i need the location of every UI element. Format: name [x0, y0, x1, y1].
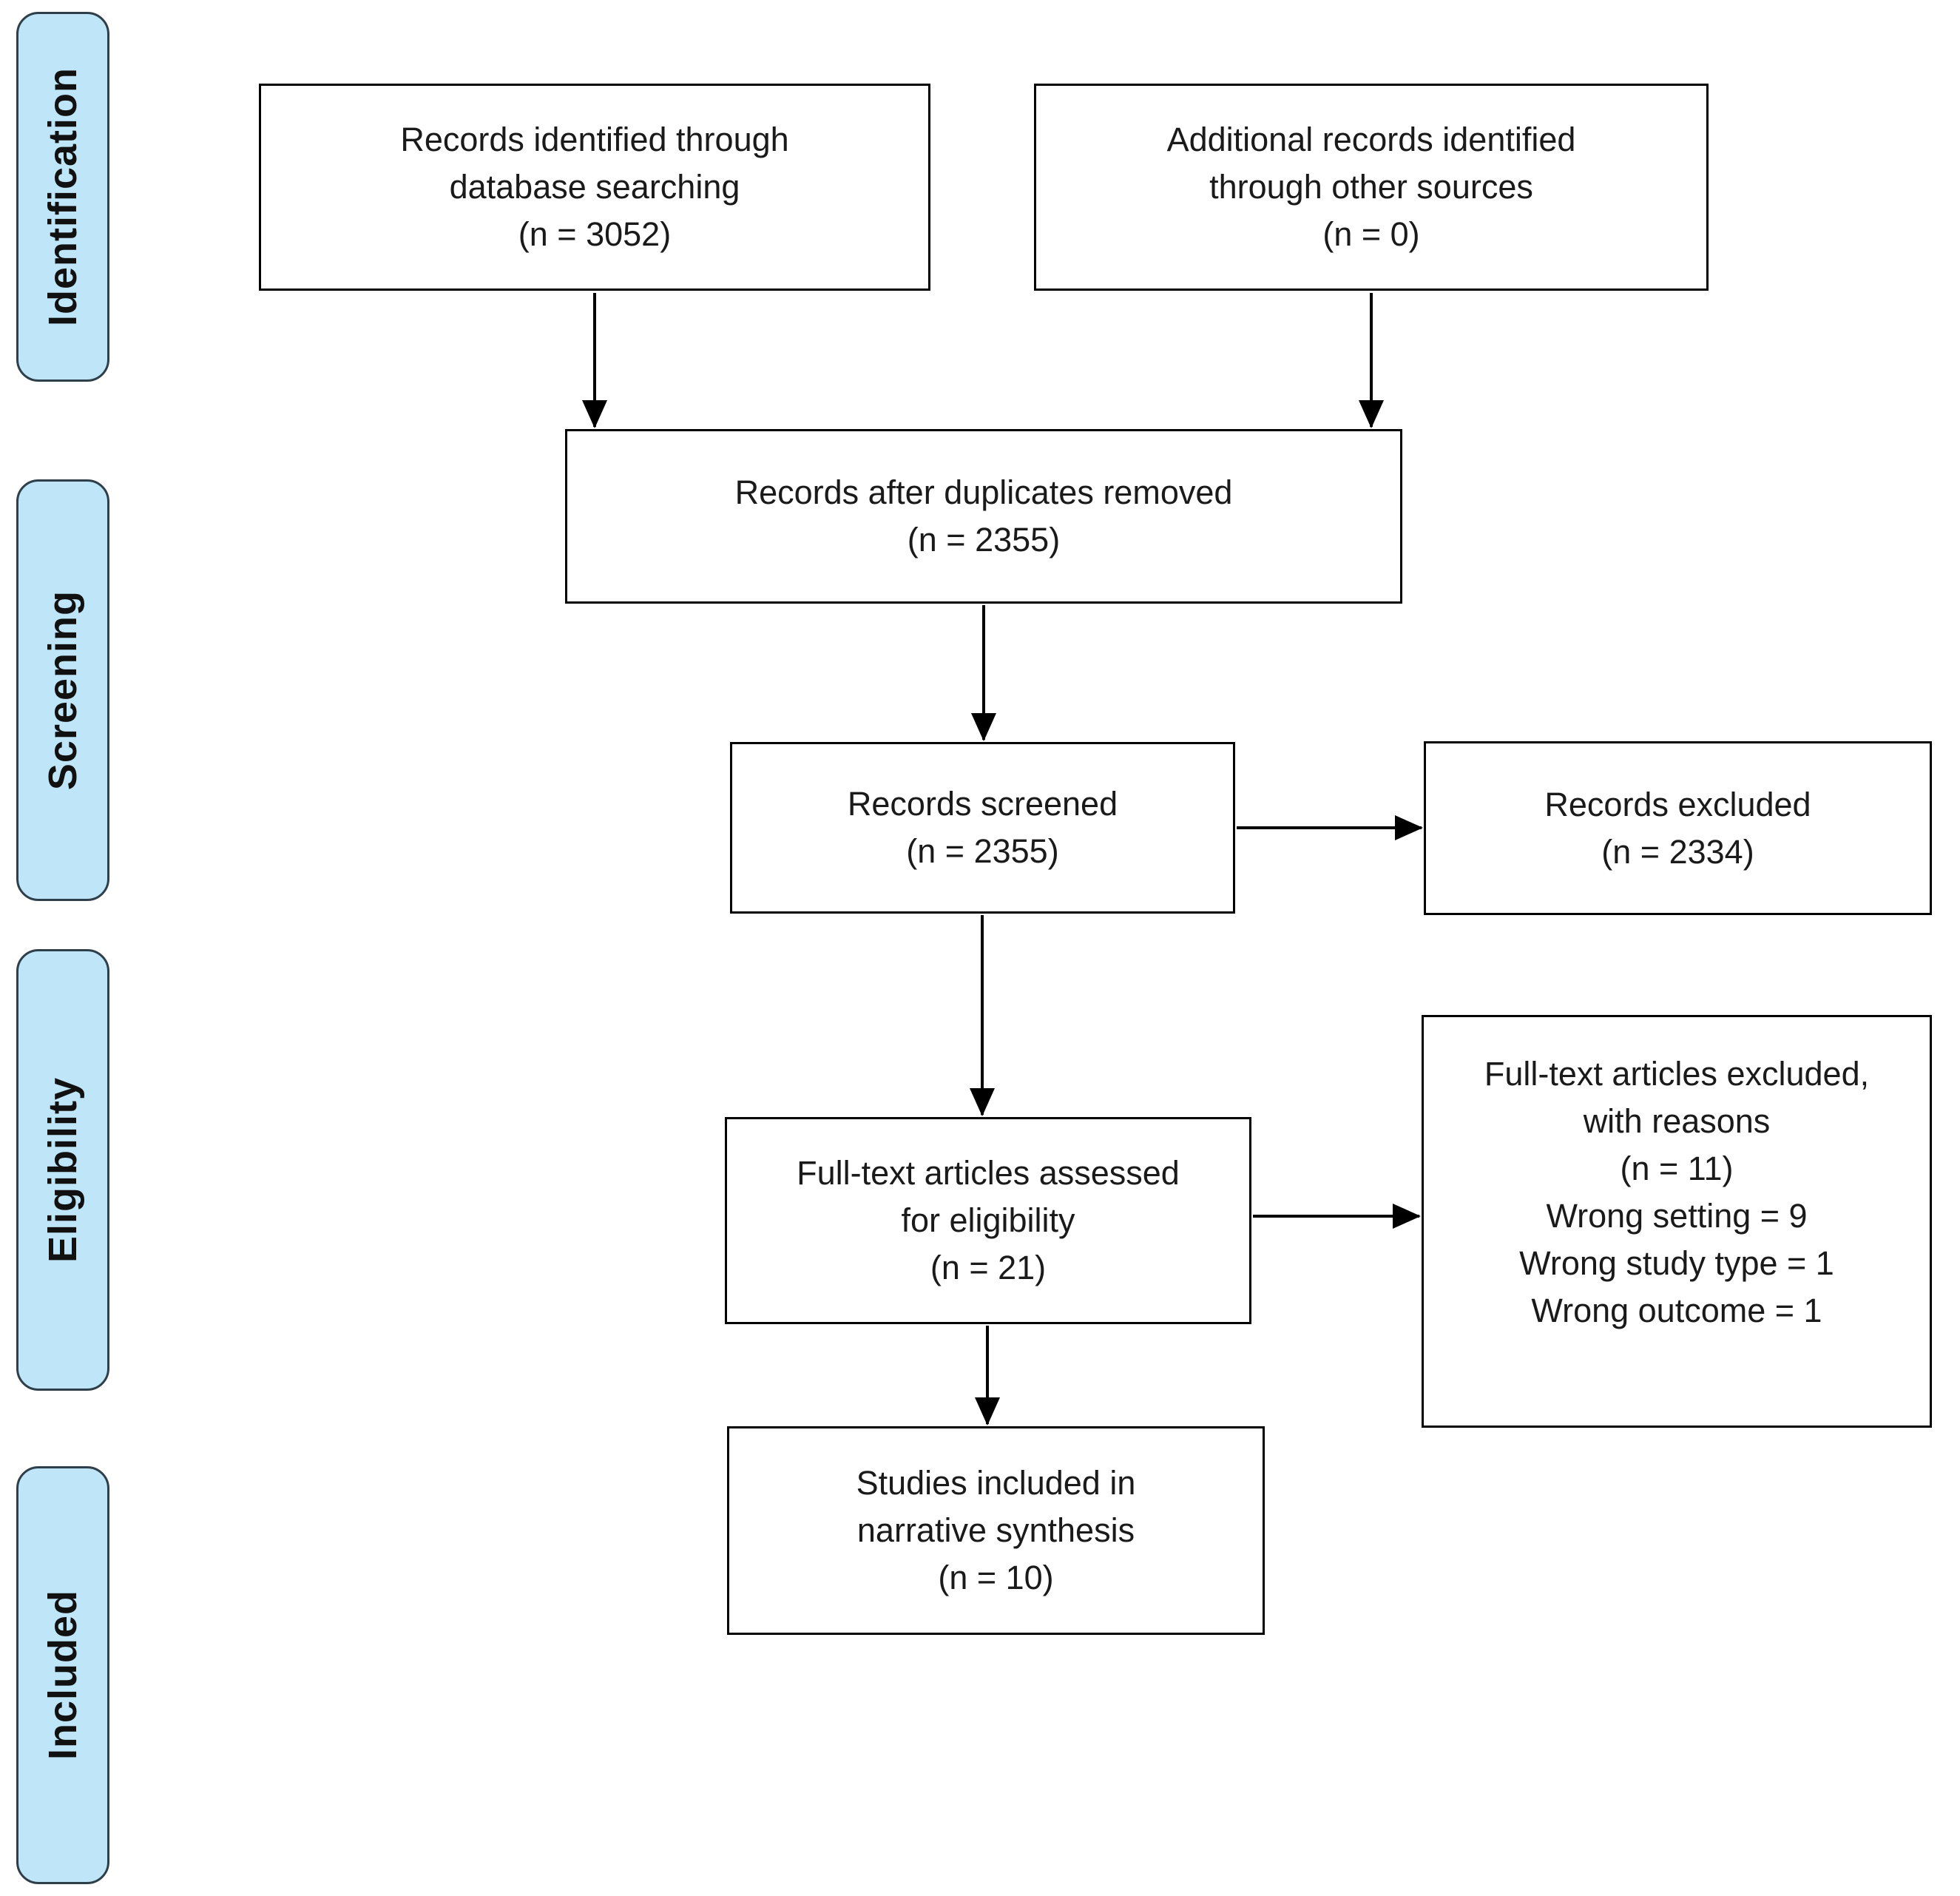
flow-box-studies-included: Studies included in narrative synthesis … [727, 1426, 1265, 1635]
flow-box-text-line: Wrong study type = 1 [1519, 1244, 1834, 1282]
flow-box-text-line: Full-text articles assessed [797, 1154, 1180, 1192]
stage-included-label: Included [41, 1590, 85, 1761]
flow-box-text-line: database searching [449, 168, 740, 206]
stage-included: Included [16, 1466, 109, 1884]
flow-box-text-line: (n = 21) [930, 1249, 1047, 1286]
flow-box-text-line: (n = 11) [1620, 1150, 1734, 1187]
flow-box-text-line: (n = 0) [1322, 215, 1420, 253]
flow-box-text-line: (n = 2355) [907, 521, 1061, 559]
flow-box-records-screened: Records screened (n = 2355) [730, 742, 1235, 914]
flow-box-duplicates-removed: Records after duplicates removed (n = 23… [565, 429, 1402, 604]
flow-box-text-line: Studies included in [856, 1464, 1136, 1502]
flow-box-text-line: Additional records identified [1166, 121, 1576, 158]
flow-box-text-line: (n = 2355) [906, 832, 1059, 870]
flow-box-records-excluded: Records excluded (n = 2334) [1424, 741, 1932, 915]
flow-box-text-line: with reasons [1583, 1102, 1771, 1140]
flow-box-records-identified: Records identified through database sear… [259, 84, 930, 291]
flow-box-text-line: (n = 3052) [518, 215, 672, 253]
flow-box-text-line: for eligibility [901, 1201, 1075, 1239]
flow-box-text-line: Records identified through [400, 121, 789, 158]
flow-box-text-line: Records screened [847, 785, 1118, 823]
stage-identification-label: Identification [41, 67, 85, 326]
flow-box-text-line: Wrong setting = 9 [1546, 1197, 1808, 1235]
flow-box-text-line: (n = 10) [938, 1559, 1054, 1596]
stage-screening: Screening [16, 479, 109, 901]
stage-screening-label: Screening [41, 590, 85, 791]
flow-box-text-line: Wrong outcome = 1 [1531, 1292, 1822, 1329]
stage-identification: Identification [16, 12, 109, 382]
flow-box-fulltext-assessed: Full-text articles assessed for eligibil… [725, 1117, 1251, 1324]
flow-box-text-line: narrative synthesis [856, 1511, 1135, 1549]
flow-box-text-line: (n = 2334) [1601, 832, 1754, 871]
flow-box-additional-records: Additional records identified through ot… [1034, 84, 1709, 291]
stage-eligibility: Eligibility [16, 949, 109, 1391]
flow-box-fulltext-excluded: Full-text articles excluded, with reason… [1422, 1015, 1932, 1428]
flow-box-text-line: Records excluded [1544, 785, 1811, 823]
stage-eligibility-label: Eligibility [41, 1076, 85, 1264]
flow-box-text-line: Records after duplicates removed [734, 473, 1233, 511]
flow-box-text-line: through other sources [1209, 168, 1533, 206]
flow-box-text-line: Full-text articles excluded, [1484, 1055, 1870, 1093]
